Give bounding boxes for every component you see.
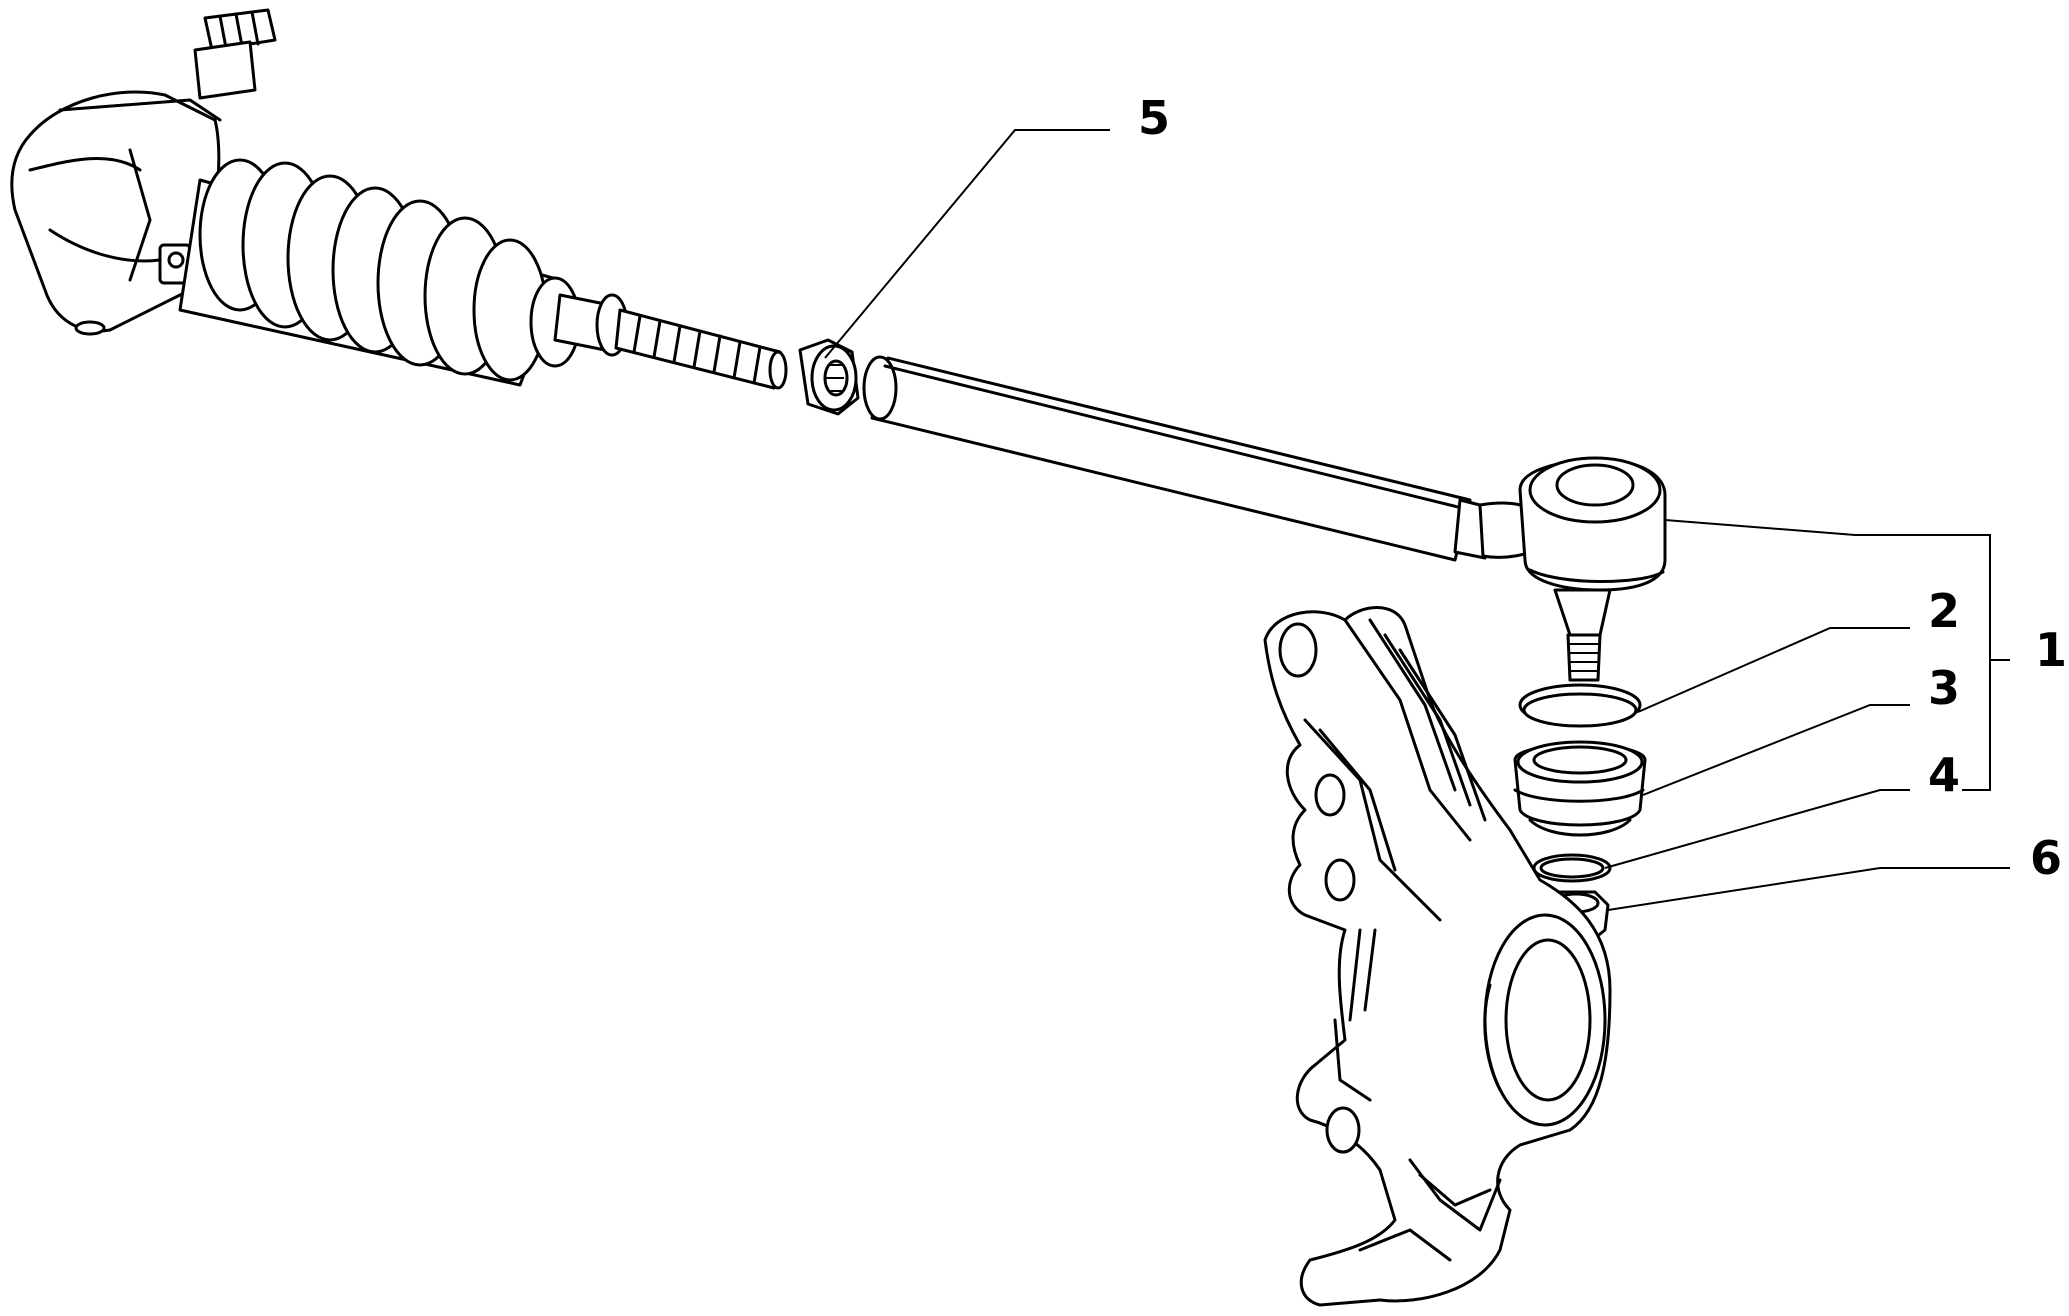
callout-4: 4 xyxy=(1928,748,1961,802)
circlip-4 xyxy=(1532,853,1612,883)
leader-line-3 xyxy=(1642,704,1910,796)
leader-line-2 xyxy=(1637,627,1910,713)
inner-tie-rod xyxy=(553,293,788,390)
leader-line-6 xyxy=(1607,867,2010,911)
lock-nut-5 xyxy=(798,338,860,416)
callout-2: 2 xyxy=(1928,584,1961,638)
callout-1: 1 xyxy=(2035,623,2068,677)
leader-line-4 xyxy=(1604,789,1910,869)
steering-knuckle xyxy=(1263,606,1612,1307)
leader-line-5 xyxy=(824,129,1110,359)
split-ring-2 xyxy=(1518,683,1642,728)
leader-line-1 xyxy=(1664,519,2010,791)
rubber-boot xyxy=(178,158,581,387)
ball-joint-end xyxy=(1453,456,1667,682)
callout-6: 6 xyxy=(2030,831,2063,885)
callout-3: 3 xyxy=(1928,661,1961,715)
tie-rod-tube xyxy=(862,355,1472,562)
dust-cover-3 xyxy=(1513,740,1647,837)
steering-gear-housing xyxy=(10,8,277,336)
callout-5: 5 xyxy=(1138,91,1171,145)
leader-lines xyxy=(824,129,2010,911)
